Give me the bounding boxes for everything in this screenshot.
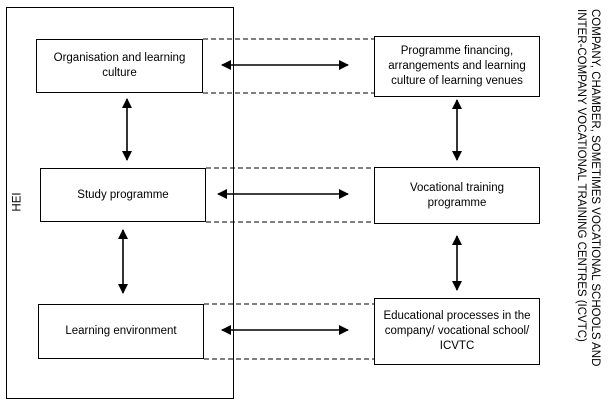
box-organisation-learning-culture: Organisation and learning culture bbox=[36, 39, 203, 93]
box-financing-text: Programme financing, arrangements and le… bbox=[388, 45, 526, 87]
hei-frame bbox=[6, 7, 234, 399]
box-organisation-text: Organisation and learning culture bbox=[53, 52, 186, 79]
box-study-programme: Study programme bbox=[40, 168, 206, 222]
box-processes-text: Educational processes in the company/ vo… bbox=[383, 310, 531, 352]
box-vocational-text: Vocational training programme bbox=[410, 181, 504, 209]
box-vocational-training-programme: Vocational training programme bbox=[374, 167, 540, 224]
box-educational-processes: Educational processes in the company/ vo… bbox=[374, 298, 540, 365]
box-environment-text: Learning environment bbox=[65, 325, 177, 337]
box-learning-environment: Learning environment bbox=[38, 304, 204, 359]
box-study-text: Study programme bbox=[77, 188, 169, 201]
box-programme-financing: Programme financing, arrangements and le… bbox=[374, 36, 540, 97]
